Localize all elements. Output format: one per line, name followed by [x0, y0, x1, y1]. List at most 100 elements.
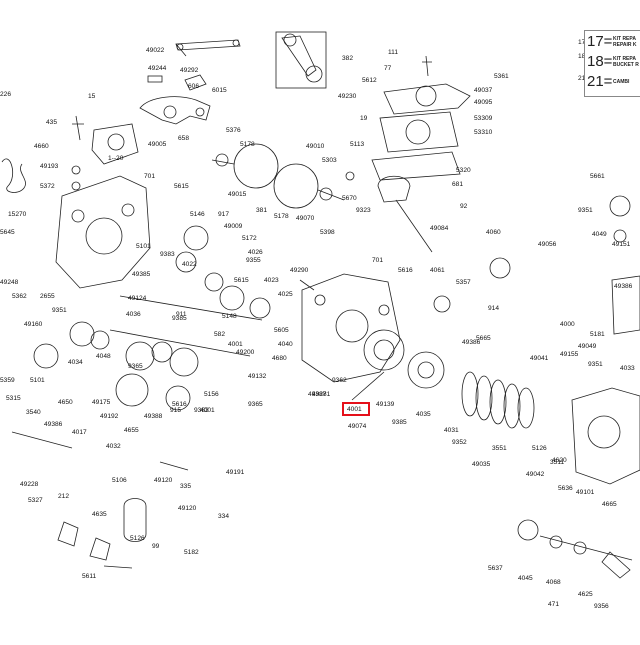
leader-line — [175, 43, 187, 57]
part-number-label: 4665 — [602, 501, 617, 508]
small-washer — [71, 181, 81, 191]
shift-drum — [123, 498, 147, 542]
part-number-label: 4031 — [444, 427, 459, 434]
part-number-labels: 4902238211117=22649244492927718=56125361… — [0, 39, 635, 610]
part-number-label: 5398 — [320, 229, 335, 236]
gear — [169, 347, 199, 377]
part-number-label: 5113 — [350, 141, 365, 148]
clutch-plate — [503, 383, 521, 429]
part-number-label: 5106 — [112, 477, 127, 484]
mainshaft — [119, 295, 263, 321]
part-number-label: 5126 — [130, 535, 145, 542]
leader-line — [351, 371, 385, 401]
spark-plug — [422, 55, 432, 77]
part-number-label: 4023 — [264, 277, 279, 284]
part-number-label: 3540 — [26, 409, 41, 416]
part-number-label: 5156 — [204, 391, 219, 398]
part-number-label: 9355 — [246, 257, 261, 264]
part-number-label: 4048 — [96, 353, 111, 360]
gear — [249, 297, 271, 319]
cylinder-gasket — [371, 151, 461, 181]
exhaust-port — [163, 105, 177, 119]
part-number-label: 914 — [488, 305, 499, 312]
part-number-label: 49200 — [236, 349, 255, 356]
part-number-label: 9365 — [248, 401, 263, 408]
part-number-label: 5181 — [590, 331, 605, 338]
part-number-label: 49022 — [146, 47, 165, 54]
rod-small-end — [283, 33, 297, 47]
clutch-plate — [461, 371, 479, 417]
part-number-label: 606 — [188, 83, 199, 90]
highlighted-part-number: 4001 — [347, 406, 362, 413]
part-number-label: 4625 — [578, 591, 593, 598]
part-number-label: 49132 — [248, 373, 267, 380]
part-number-label: 49387 — [308, 391, 327, 398]
kick-ratchet — [601, 551, 631, 579]
highlighted-part-label[interactable]: 4001 — [342, 402, 370, 416]
part-number-label: 49228 — [20, 481, 39, 488]
crank-web-left — [233, 143, 279, 189]
part-number-label: 335 — [180, 483, 191, 490]
part-number-label: 5362 — [12, 293, 27, 300]
part-number-label: 9352 — [452, 439, 467, 446]
part-number-label: 5101 — [136, 243, 151, 250]
legend-line: BUCKET R — [613, 61, 639, 68]
crank-bearing — [319, 187, 333, 201]
part-number-label: 49101 — [576, 489, 595, 496]
part-number-label: 49175 — [92, 399, 111, 406]
clutch-inner-center — [417, 361, 435, 379]
part-number-label: 5178 — [240, 141, 255, 148]
part-number-label: 49041 — [530, 355, 549, 362]
part-number-label: 4033 — [620, 365, 635, 372]
legend-number: 17= — [587, 33, 613, 50]
part-number-label: 4022 — [182, 261, 197, 268]
part-number-label: 5615 — [174, 183, 189, 190]
pump-cover — [611, 275, 640, 335]
gear — [151, 341, 173, 363]
part-number-label: 49230 — [338, 93, 357, 100]
legend-number: 21= — [587, 73, 613, 90]
part-number-label: 5645 — [0, 229, 15, 236]
carb-throat — [107, 133, 125, 151]
exhaust-stud — [195, 107, 205, 117]
gear — [33, 343, 59, 369]
part-number-label: 5670 — [342, 195, 357, 202]
part-number-label: 4032 — [106, 443, 121, 450]
top-rod-part — [175, 39, 241, 51]
crankcase-hole — [121, 203, 135, 217]
part-number-label: 49281 — [312, 391, 331, 398]
gear — [204, 272, 224, 292]
rod-end-right — [232, 39, 240, 47]
head-dome — [415, 85, 437, 107]
part-number-label: 4045 — [518, 575, 533, 582]
shift-shaft — [11, 431, 73, 449]
part-number-label: 5616 — [398, 267, 413, 274]
carb-screw — [72, 115, 84, 141]
kick-washer — [573, 541, 587, 555]
carburetor-body — [91, 123, 139, 165]
pump-seal — [613, 229, 627, 243]
part-number-label: 471 — [548, 601, 559, 608]
stud-bolt — [395, 199, 433, 253]
part-number-label: 5616 — [172, 401, 187, 408]
gear — [183, 225, 209, 251]
part-number-label: 658 — [178, 135, 189, 142]
part-number-label: 5661 — [590, 173, 605, 180]
leader-line — [299, 279, 315, 291]
exhaust-manifold — [139, 96, 211, 125]
case-hole — [314, 294, 326, 306]
part-number-label: 19 — [360, 115, 368, 122]
small-block-part — [147, 75, 163, 83]
part-number-label: 49037 — [474, 87, 493, 94]
part-number-label: 6015 — [212, 87, 227, 94]
part-number-label: 5605 — [274, 327, 289, 334]
wire-harness — [1, 158, 26, 193]
legend-line: CAMBI — [613, 79, 630, 85]
gear — [90, 330, 110, 350]
water-pump-impeller — [609, 195, 631, 217]
part-number-label: 49290 — [290, 267, 309, 274]
part-number-label: 4650 — [58, 399, 73, 406]
part-number-label: 49124 — [128, 295, 147, 302]
clutch-basket — [363, 329, 405, 371]
